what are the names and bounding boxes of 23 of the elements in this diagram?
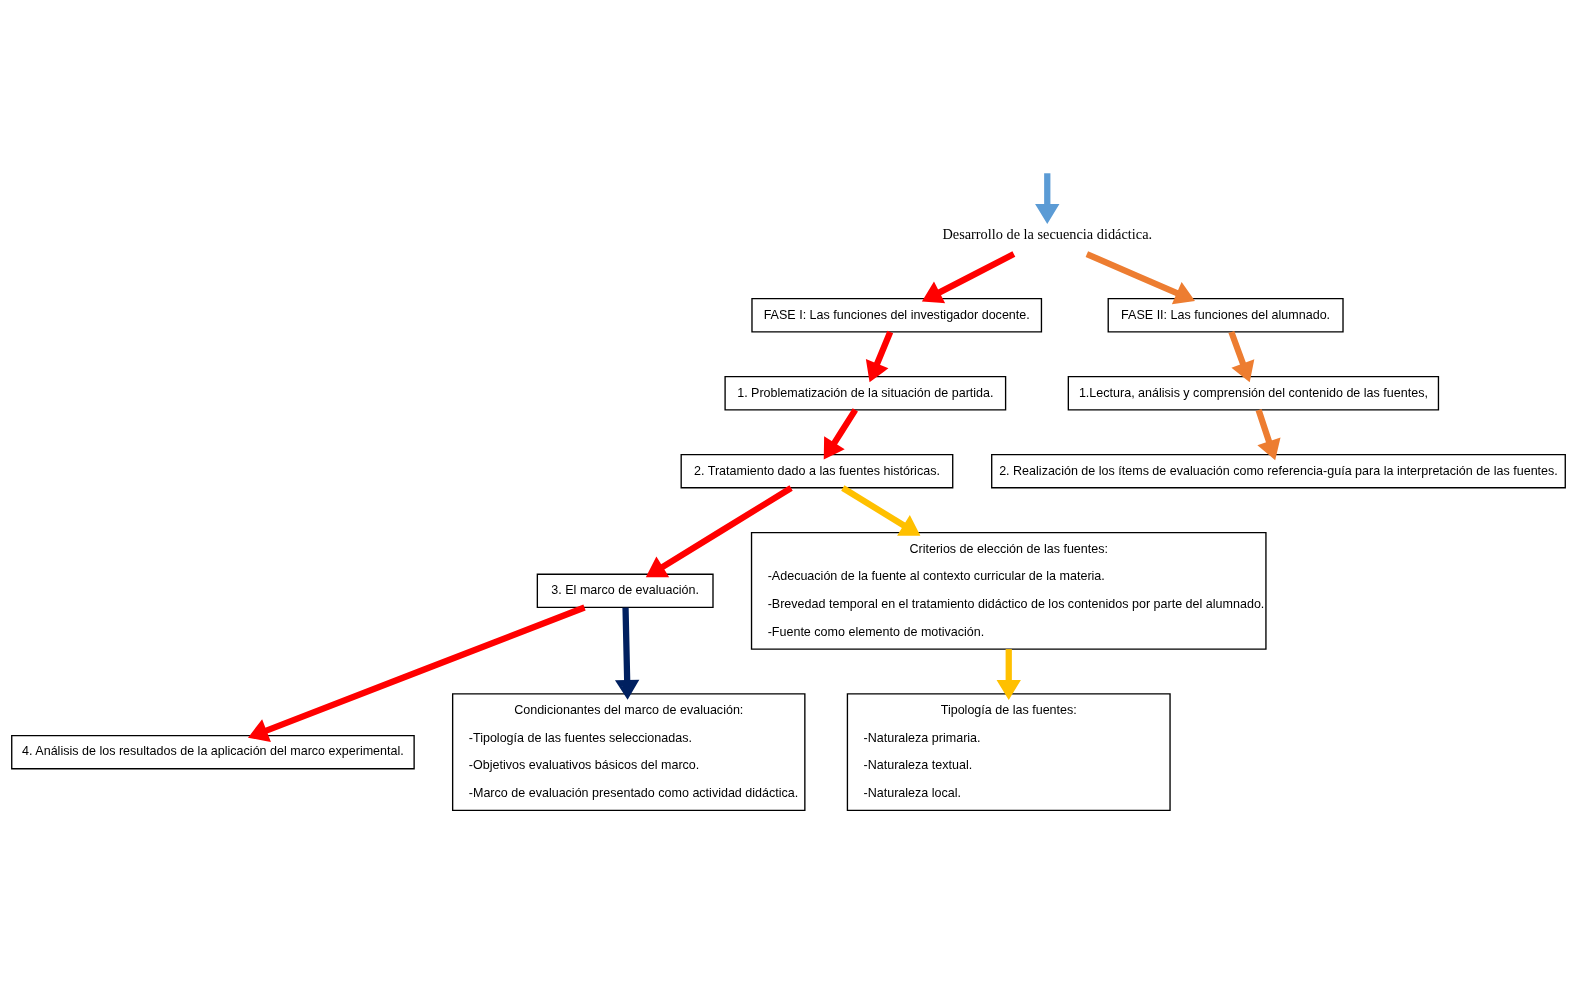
arrow [645, 485, 793, 578]
node-box: Tipología de las fuentes: -Naturaleza primaria. -Naturaleza textual. -Naturaleza local. [846, 693, 1171, 812]
node-box: 2. Realización de los ítems de evaluación como referencia-guía para la interpretación de las fuentes. [991, 453, 1566, 489]
arrow [921, 251, 1016, 304]
node-box: FASE II: Las funciones del alumnado. [1107, 298, 1344, 333]
arrow [1085, 251, 1195, 305]
node-box: 1. Problematización de la situación de partida. [724, 376, 1007, 411]
node-box: 2. Tratamiento dado a las fuentes históricas. [680, 453, 954, 489]
node-text: Desarrollo de la secuencia didáctica. [942, 226, 1153, 243]
arrow [1035, 173, 1060, 224]
arrow [865, 330, 894, 383]
arrow [841, 485, 921, 536]
node-box: Criterios de elección de las fuentes: -Adecuación de la fuente al contexto curricular de la materia. -Brevedad temporal en el tratamiento didáctico de los contenidos por parte del alumnado. -Fuente como elemento de motivación. [750, 531, 1267, 650]
node-box: FASE I: Las funciones del investigador docente. [751, 298, 1043, 333]
arrow [248, 604, 586, 742]
arrow [823, 408, 858, 460]
node-box: 4. Análisis de los resultados de la aplicación del marco experimental. [11, 734, 415, 770]
node-box: 3. El marco de evaluación. [536, 573, 714, 609]
node-box: Condicionantes del marco de evaluación: -Tipología de las fuentes seleccionadas. -Objetivos evaluativos básicos del marco. -Marco de evaluación presentado como actividad didáctica. [452, 693, 806, 812]
arrow [1228, 330, 1255, 383]
arrow [614, 607, 640, 700]
node-box: 1.Lectura, análisis y comprensión del contenido de las fuentes, [1067, 376, 1440, 411]
arrow [1255, 408, 1281, 461]
